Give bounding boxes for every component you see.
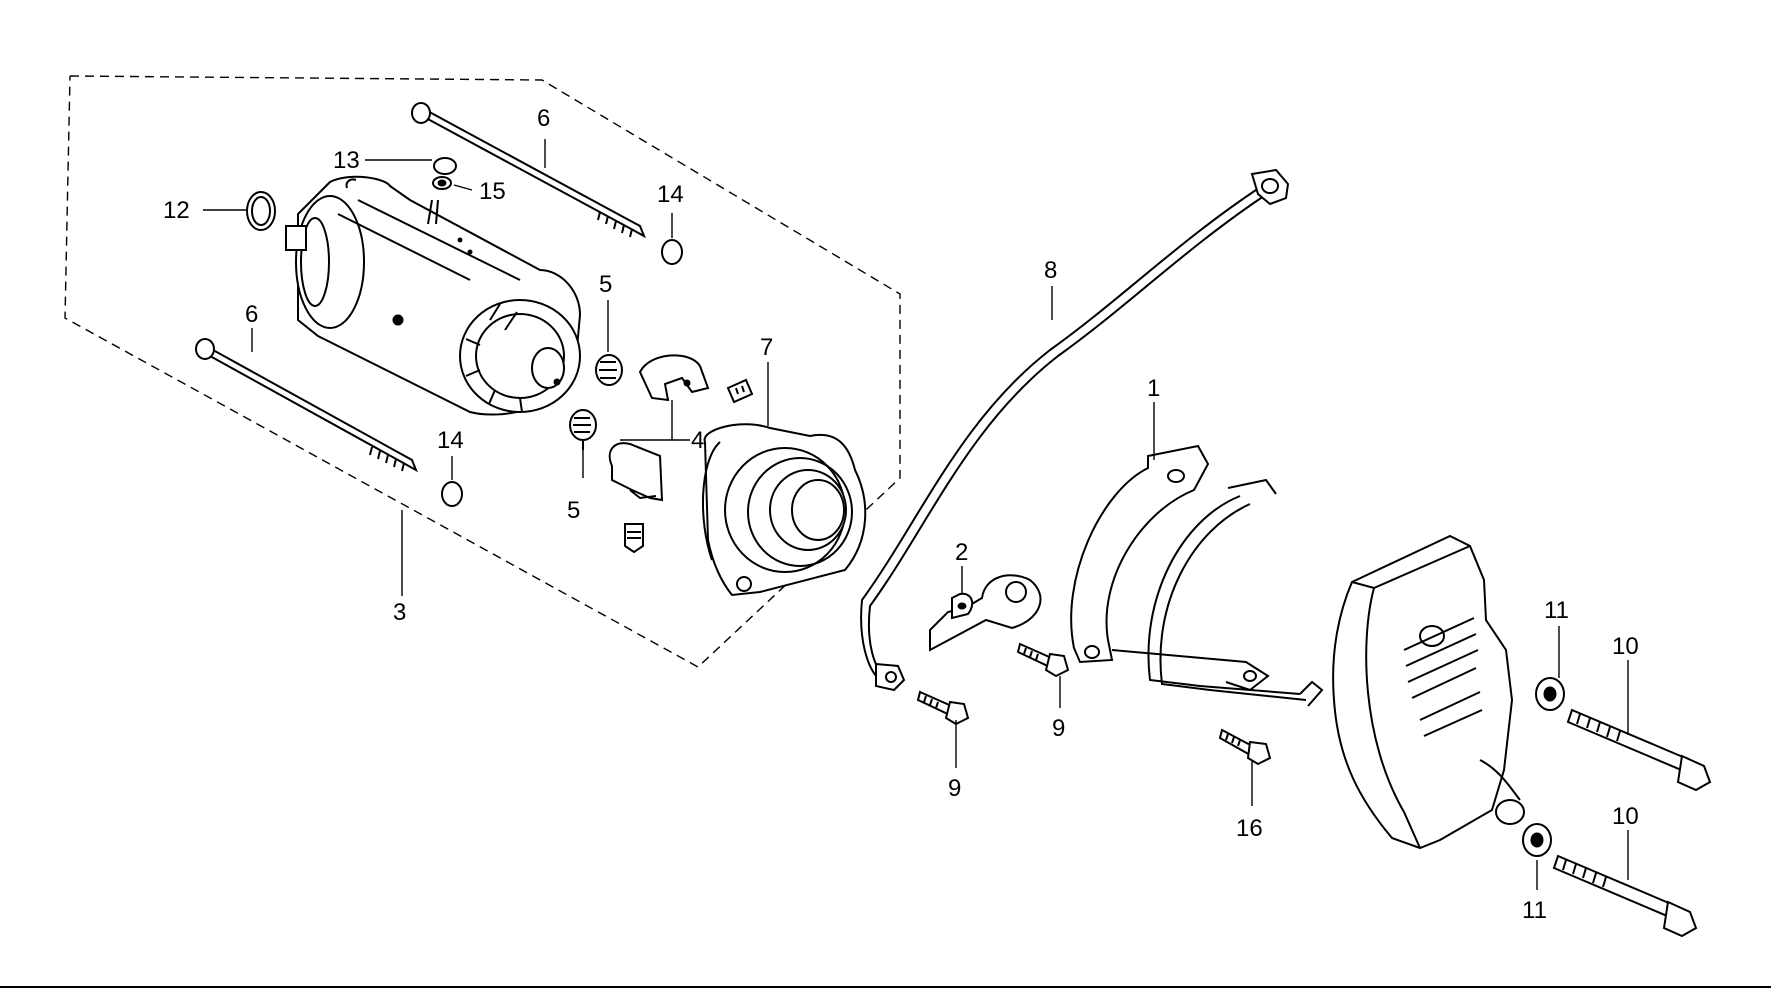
bracket-bolt-right <box>1016 642 1070 678</box>
assembly-boundary <box>64 75 901 668</box>
through-bolt-lower <box>195 338 418 473</box>
callout-11-lower: 11 <box>1522 897 1547 924</box>
callout-10-upper: 10 <box>1612 633 1639 660</box>
brush-spring-upper <box>595 354 623 386</box>
o-ring <box>246 191 276 231</box>
starter-cover <box>1332 534 1525 850</box>
callout-5-upper: 5 <box>599 271 612 298</box>
callout-8: 8 <box>1044 257 1057 284</box>
callout-13: 13 <box>333 147 360 174</box>
callout-6-lower: 6 <box>245 301 258 328</box>
callout-15: 15 <box>479 178 506 205</box>
callout-16: 16 <box>1236 815 1263 842</box>
rear-cover <box>701 423 867 597</box>
through-bolt-upper <box>411 102 646 239</box>
washer-lower <box>441 481 463 507</box>
plate-bolt <box>1218 728 1272 766</box>
collar-lower <box>1522 823 1552 857</box>
callout-3: 3 <box>393 599 406 626</box>
leader-lines <box>203 139 1629 890</box>
callout-7: 7 <box>760 334 773 361</box>
callout-11-upper: 11 <box>1544 597 1569 624</box>
bottom-rule <box>0 986 1771 988</box>
starter-motor <box>285 175 582 416</box>
terminal-bolt-lower <box>624 523 644 554</box>
cover-plate <box>1070 444 1270 692</box>
callout-14-upper: 14 <box>657 181 684 208</box>
starter-cable <box>860 168 1290 692</box>
callout-6-upper: 6 <box>537 105 550 132</box>
collar-upper <box>1535 677 1565 711</box>
brush-spring-lower <box>569 409 597 450</box>
callout-9-right: 9 <box>1052 715 1065 742</box>
brush-holder-upper <box>638 354 710 402</box>
cable-bracket <box>929 574 1042 652</box>
callout-12: 12 <box>163 197 190 224</box>
brush-holder-lower <box>608 442 664 502</box>
terminal-nut <box>432 157 457 190</box>
callout-1: 1 <box>1147 375 1160 402</box>
callout-14-lower: 14 <box>437 427 464 454</box>
callout-9-left: 9 <box>948 775 961 802</box>
callout-10-lower: 10 <box>1612 803 1639 830</box>
callout-2: 2 <box>955 539 968 566</box>
callout-5-lower: 5 <box>567 497 580 524</box>
cover-bolt-lower <box>1552 854 1698 938</box>
callouts: 12 13 15 6 6 14 14 5 5 4 7 3 8 1 2 9 9 1… <box>163 105 1639 924</box>
cover-bolt-upper <box>1566 708 1712 792</box>
wire-harness <box>1147 478 1324 707</box>
washer-upper <box>661 239 683 265</box>
bracket-bolt-left <box>916 690 970 726</box>
terminal-bolt-upper <box>726 378 754 404</box>
callout-4: 4 <box>691 427 704 454</box>
